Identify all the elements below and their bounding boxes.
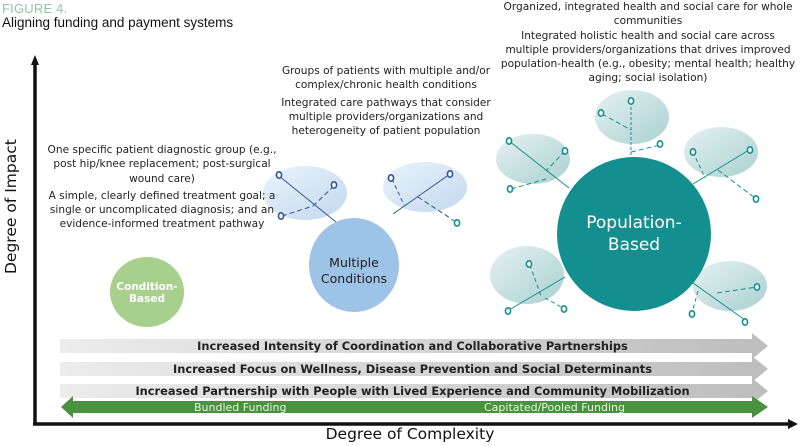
node-icon — [525, 259, 533, 268]
sub-group-bubble — [383, 162, 467, 212]
multiple-conditions-bubbles — [263, 162, 467, 228]
node-icon — [746, 146, 754, 155]
node-icon — [741, 317, 749, 326]
funding-arrow — [61, 396, 768, 418]
x-axis — [33, 419, 798, 429]
multiple-conditions-description: Groups of patients with multiple and/or … — [268, 64, 504, 141]
description-detail: Integrated holistic health and social ca… — [500, 30, 796, 84]
y-axis-arrowhead-icon — [31, 55, 39, 65]
node-icon — [330, 181, 338, 190]
trend-arrow-label: Increased Focus on Wellness, Disease Pre… — [172, 362, 653, 376]
node-icon — [656, 140, 664, 149]
sub-group-bubble — [496, 134, 570, 184]
description-scope: Organized, integrated health and social … — [503, 1, 793, 27]
sub-group-bubble — [595, 90, 669, 144]
sub-group-bubble — [490, 246, 564, 304]
node-icon — [752, 195, 760, 204]
label-line: Based — [129, 293, 165, 305]
trend-arrow-label: Increased Intensity of Coordination and … — [197, 339, 628, 353]
description-detail: A simple, clearly defined treatment goal… — [48, 189, 276, 231]
condition-based-description: One specific patient diagnostic group (e… — [44, 143, 280, 235]
trend-arrow-shape — [60, 378, 768, 404]
node-icon — [277, 212, 285, 221]
label-line: Based — [607, 235, 661, 255]
node-icon — [446, 170, 454, 179]
node-icon — [505, 137, 513, 146]
label-line: Population- — [586, 213, 682, 233]
node-icon — [689, 148, 697, 157]
population-based-circle — [557, 157, 711, 311]
node-icon — [506, 185, 514, 194]
bundled-funding-label: Bundled Funding — [194, 401, 287, 414]
description-scope: Groups of patients with multiple and/or … — [281, 65, 491, 92]
node-icon — [275, 171, 283, 180]
node-icon — [597, 109, 605, 118]
node-icon — [504, 306, 512, 315]
figure-title: Aligning funding and payment systems — [2, 15, 234, 30]
label-line: Condition- — [116, 281, 178, 293]
label-line: Multiple — [329, 255, 379, 270]
funding-arrow-shape — [61, 396, 768, 418]
population-based-label: Population- Based — [564, 212, 704, 256]
trend-arrow-2 — [60, 356, 768, 382]
population-based-description: Organized, integrated health and social … — [500, 0, 796, 88]
population-bubbles — [490, 90, 767, 326]
multiple-conditions-label: Multiple Conditions — [304, 255, 404, 287]
node-icon — [560, 304, 568, 313]
node-icon — [627, 97, 635, 106]
description-detail: Integrated care pathways that consider m… — [281, 96, 491, 138]
multiple-conditions-circle — [309, 218, 399, 312]
trend-arrow-shape — [60, 356, 768, 382]
trend-arrow-3 — [60, 378, 768, 404]
y-axis-label: Degree of Impact — [2, 139, 20, 274]
x-axis-arrowhead-icon — [788, 419, 798, 429]
node-icon — [688, 309, 696, 318]
node-icon — [387, 174, 395, 183]
trend-arrow-1 — [60, 333, 768, 359]
y-axis — [31, 55, 39, 424]
label-line: Conditions — [320, 271, 388, 286]
capitated-funding-label: Capitated/Pooled Funding — [484, 401, 625, 414]
condition-based-circle — [110, 257, 184, 327]
x-axis-label: Degree of Complexity — [325, 425, 495, 443]
figure-label: FIGURE 4. — [2, 1, 68, 16]
trend-arrow-label: Increased Partnership with People with L… — [135, 384, 690, 398]
sub-group-bubble — [684, 127, 758, 177]
trend-arrow-shape — [60, 333, 768, 359]
sub-group-bubble — [693, 261, 767, 311]
condition-based-label: Condition- Based — [107, 281, 187, 305]
node-icon — [753, 282, 761, 291]
node-icon — [453, 219, 461, 228]
node-icon — [561, 147, 569, 156]
description-scope: One specific patient diagnostic group (e… — [47, 144, 277, 185]
